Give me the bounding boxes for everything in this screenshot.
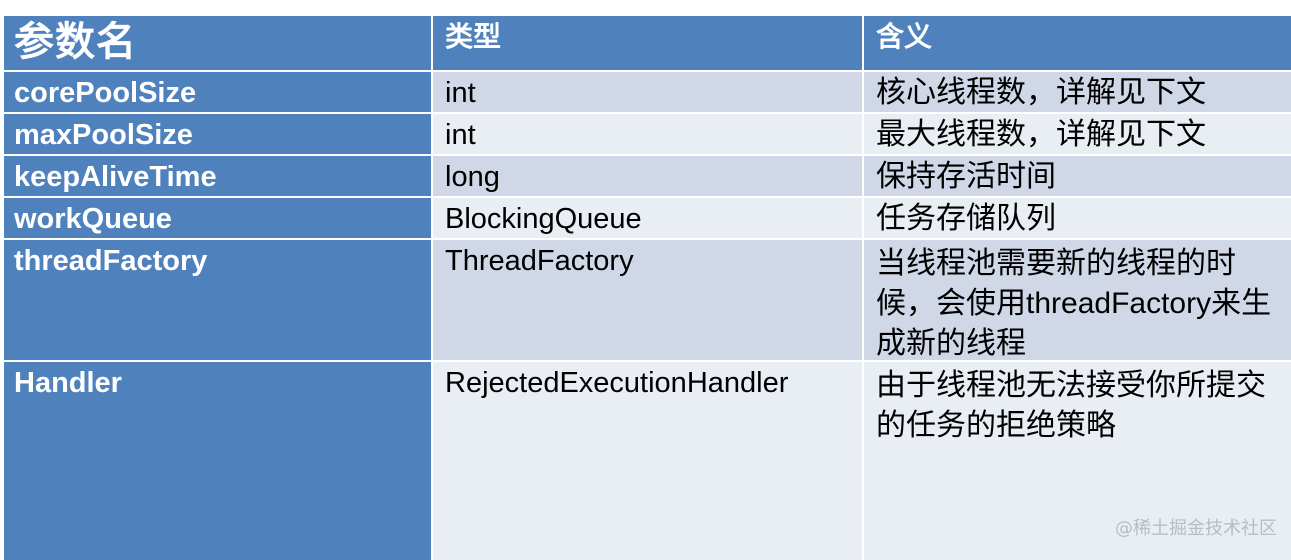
row-desc-threadfactory: 当线程池需要新的线程的时候，会使用threadFactory来生成新的线程 (864, 240, 1291, 360)
row-desc-keepalivetime: 保持存活时间 (864, 156, 1291, 196)
row-desc-corepoolsize: 核心线程数，详解见下文 (864, 72, 1291, 112)
row-type-handler: RejectedExecutionHandler (433, 362, 862, 560)
row-type-workqueue: BlockingQueue (433, 198, 862, 238)
row-desc-handler: 由于线程池无法接受你所提交的任务的拒绝策略 (864, 362, 1291, 560)
header-meaning: 含义 (864, 16, 1291, 70)
row-name-keepalivetime: keepAliveTime (4, 156, 431, 196)
watermark: @稀土掘金技术社区 (1115, 518, 1277, 539)
header-param-name: 参数名 (4, 16, 431, 70)
row-type-corepoolsize: int (433, 72, 862, 112)
row-name-maxpoolsize: maxPoolSize (4, 114, 431, 154)
row-type-threadfactory: ThreadFactory (433, 240, 862, 360)
row-name-handler: Handler (4, 362, 431, 560)
row-desc-workqueue: 任务存储队列 (864, 198, 1291, 238)
row-type-maxpoolsize: int (433, 114, 862, 154)
row-name-workqueue: workQueue (4, 198, 431, 238)
row-name-corepoolsize: corePoolSize (4, 72, 431, 112)
row-desc-maxpoolsize: 最大线程数，详解见下文 (864, 114, 1291, 154)
row-name-threadfactory: threadFactory (4, 240, 431, 360)
row-type-keepalivetime: long (433, 156, 862, 196)
header-type: 类型 (433, 16, 862, 70)
parameter-table: 参数名 类型 含义 corePoolSize int 核心线程数，详解见下文 m… (4, 16, 1291, 560)
